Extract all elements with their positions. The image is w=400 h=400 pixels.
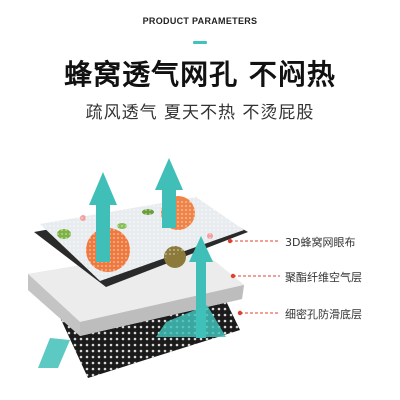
headline: 蜂窝透气网孔 不闷热 — [64, 58, 336, 91]
layer-label-bottom: 细密孔防滑底层 — [285, 308, 362, 321]
section-eyebrow: PRODUCT PARAMETERS — [142, 16, 258, 26]
subheadline: 疏风透气 夏天不热 不烫屁股 — [85, 103, 315, 123]
layer-label-middle: 聚酯纤维空气层 — [285, 271, 362, 284]
accent-divider — [193, 41, 207, 44]
airflow-arrows — [38, 158, 226, 368]
callout-markers — [227, 238, 243, 316]
layer-label-top: 3D蜂窝网眼布 — [285, 236, 356, 249]
callout-leader-lines — [230, 240, 280, 314]
